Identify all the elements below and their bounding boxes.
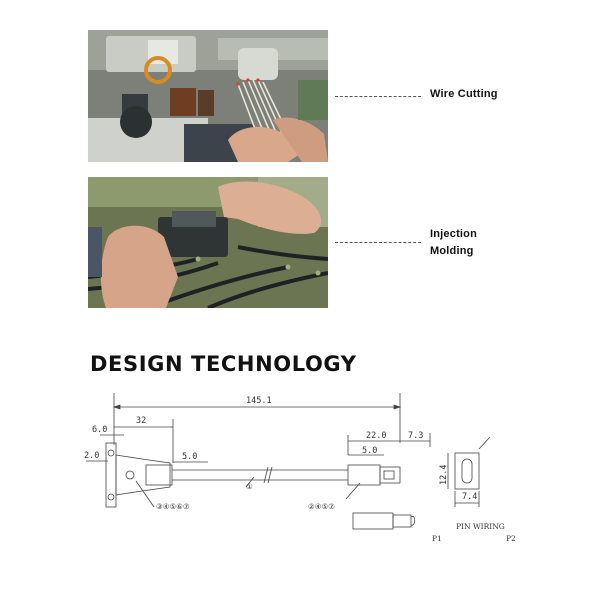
dim-overall-length: 145.1	[246, 396, 272, 406]
dim-6: 6.0	[92, 425, 107, 435]
injection-label-line1: Injection	[430, 228, 478, 240]
cable-ref-label: ①	[246, 482, 253, 491]
injection-molding-photo	[88, 177, 328, 308]
cable-technical-drawing: 145.1 32 6.0 2.0 5.0 22.0 7.3 5.0 12.4 7…	[84, 393, 516, 543]
dim-22: 22.0	[366, 431, 386, 441]
dim-12-4: 12.4	[439, 465, 449, 485]
injection-molding-leader-line	[335, 242, 421, 243]
injection-molding-illustration	[88, 177, 328, 308]
dim-7-4: 7.4	[462, 492, 477, 502]
p2-label: P2	[506, 534, 516, 543]
injection-label-line2: Molding	[430, 245, 474, 257]
p1-label: P1	[432, 534, 442, 543]
pin-wiring-label: PIN WIRING	[456, 522, 505, 531]
wire-cutting-leader-line	[335, 96, 421, 97]
section-title: DESIGN TECHNOLOGY	[90, 352, 357, 376]
wire-cutting-photo	[88, 30, 328, 162]
wire-cutting-label: Wire Cutting	[430, 88, 498, 100]
wire-cutting-illustration	[88, 30, 328, 162]
dim-2: 2.0	[84, 451, 99, 461]
dim-32: 32	[136, 416, 146, 426]
dim-5-left: 5.0	[182, 452, 197, 462]
injection-molding-label: Injection Molding	[430, 226, 477, 260]
dim-5-right: 5.0	[362, 446, 377, 456]
dim-7-3: 7.3	[408, 431, 423, 441]
left-parts-label: ③④⑤⑥⑦	[156, 502, 190, 511]
right-parts-label: ②④⑤⑦	[308, 502, 335, 511]
